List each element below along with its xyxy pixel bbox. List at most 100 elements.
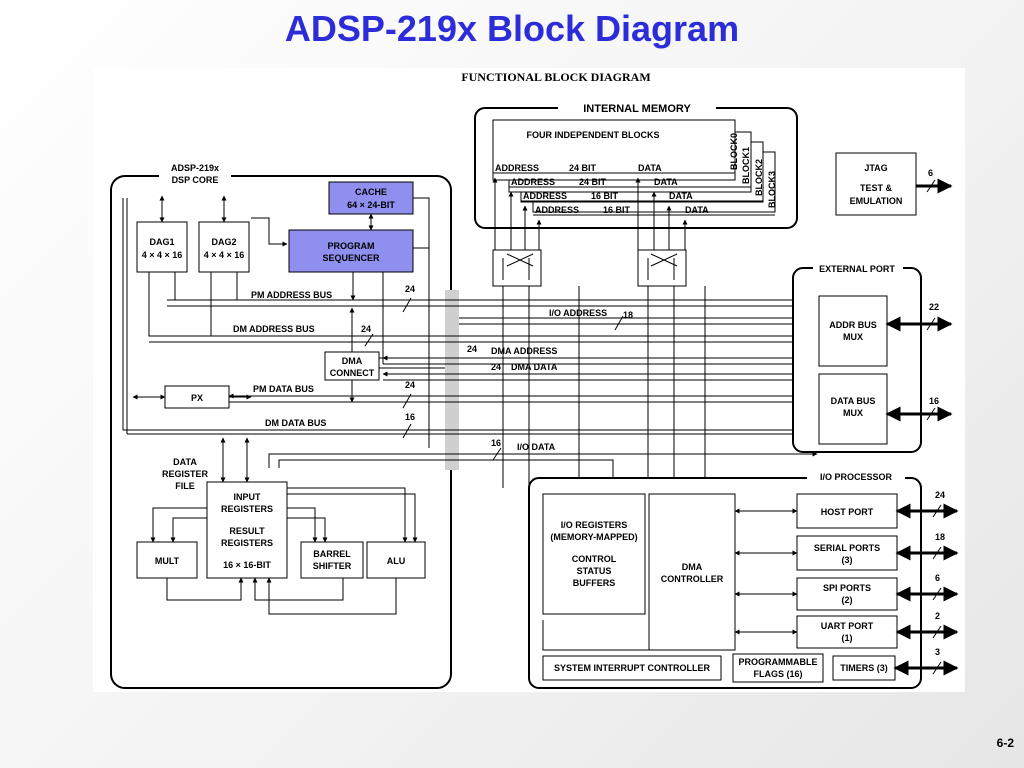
external-port-title: EXTERNAL PORT [819,264,895,274]
result-registers-label2: REGISTERS [221,538,273,548]
bus-lines [127,286,818,491]
dsp-core-label1: ADSP-219x [171,163,219,173]
io-registers-label2: (MEMORY-MAPPED) [550,532,637,542]
diagram-heading: FUNCTIONAL BLOCK DIAGRAM [461,70,650,84]
prog-flags-label2: FLAGS (16) [753,669,802,679]
io-data-label: I/O DATA [517,442,556,452]
px-label: PX [191,393,203,403]
input-registers-label1: INPUT [234,492,262,502]
alu-label: ALU [387,556,406,566]
io-processor-title: I/O PROCESSOR [820,472,893,482]
dm-address-width: 24 [361,324,371,334]
mem-row2-address: ADDRESS [523,191,567,201]
addr-bus-mux-label1: ADDR BUS [829,320,877,330]
block3-label: BLOCK3 [767,171,777,208]
program-sequencer-label2: SEQUENCER [322,253,380,263]
data-bus-mux-label1: DATA BUS [831,396,876,406]
io-registers-label1: I/O REGISTERS [561,520,628,530]
mem-row3-data: DATA [685,205,709,215]
dma-controller-label2: CONTROLLER [661,574,724,584]
mem-row2-data: DATA [669,191,693,201]
internal-memory-title: INTERNAL MEMORY [583,103,691,115]
uart-port-label2: (1) [842,633,853,643]
register-file-label3: FILE [175,481,195,491]
dma-address-width: 24 [467,344,477,354]
status-label: STATUS [577,566,612,576]
block2-label: BLOCK2 [754,159,764,196]
mem-row0-width: 24 BIT [569,163,597,173]
external-port: EXTERNAL PORT ADDR BUS MUX DATA BUS MUX … [792,261,953,453]
barrel-shifter-label2: SHIFTER [313,561,352,571]
jtag-test-label: TEST & [860,183,893,193]
data-bus-mux-label2: MUX [843,408,863,418]
host-pins: 24 [935,490,945,500]
addr-bus-mux-label2: MUX [843,332,863,342]
dsp-core-label2: DSP CORE [172,175,219,185]
io-data-width: 16 [491,438,501,448]
host-port-label: HOST PORT [821,507,874,517]
spi-ports-label1: SPI PORTS [823,583,871,593]
spi-ports-label2: (2) [842,595,853,605]
jtag-label: JTAG [864,163,887,173]
barrel-shifter-label1: BARREL [313,549,351,559]
io-processor: I/O PROCESSOR I/O REGISTERS (MEMORY-MAPP… [528,470,959,689]
block1-label: BLOCK1 [741,147,751,184]
mem-row2-width: 16 BIT [591,191,619,201]
mult-label: MULT [155,556,180,566]
jtag-pins: 6 [928,168,933,178]
dag1-label: DAG1 [149,237,174,247]
serial-ports-label2: (3) [842,555,853,565]
dsp-core: ADSP-219x DSP CORE DAG1 4 × 4 × 16 DAG2 … [110,160,459,689]
cache-label: CACHE [355,187,387,197]
result-registers-label1: RESULT [229,526,265,536]
block0-label: BLOCK0 [729,133,739,170]
dma-connect-label1: DMA [342,356,363,366]
system-interrupt-label: SYSTEM INTERRUPT CONTROLLER [554,663,711,673]
io-address-label: I/O ADDRESS [549,308,607,318]
spi-pins: 6 [935,573,940,583]
mem-row1-data: DATA [654,177,678,187]
dma-data-width: 24 [491,362,501,372]
pm-data-bus-label: PM DATA BUS [253,384,314,394]
control-label: CONTROL [572,554,617,564]
mem-row3-address: ADDRESS [535,205,579,215]
register-file-label1: DATA [173,457,197,467]
internal-memory: INTERNAL MEMORY FOUR INDEPENDENT BLOCKS … [474,100,798,287]
register-file-label2: REGISTER [162,469,209,479]
mem-row0-address: ADDRESS [495,163,539,173]
slide-title: ADSP-219x Block Diagram [284,8,740,49]
mem-row1-address: ADDRESS [511,177,555,187]
jtag-emulation-label: EMULATION [850,196,903,206]
timers-label: TIMERS (3) [840,663,888,673]
dma-connect-label2: CONNECT [330,368,375,378]
internal-memory-subtitle: FOUR INDEPENDENT BLOCKS [526,130,659,140]
uart-port-label1: UART PORT [821,621,874,631]
dma-data-label: DMA DATA [511,362,558,372]
cache-size: 64 × 24-BIT [347,200,395,210]
serial-pins: 18 [935,532,945,542]
addr-pins: 22 [929,302,939,312]
dag1-size: 4 × 4 × 16 [142,250,183,260]
serial-ports-label1: SERIAL PORTS [814,543,880,553]
pm-address-bus-label: PM ADDRESS BUS [251,290,332,300]
dag2-label: DAG2 [211,237,236,247]
dma-controller-label1: DMA [682,562,703,572]
timers-pins: 3 [935,647,940,657]
data-pins: 16 [929,396,939,406]
dm-data-bus-label: DM DATA BUS [265,418,326,428]
page-number: 6-2 [996,736,1014,750]
io-address-width: 18 [623,310,633,320]
uart-pins: 2 [935,611,940,621]
pm-data-width: 24 [405,380,415,390]
register-size-label: 16 × 16-BIT [223,560,271,570]
prog-flags-label1: PROGRAMMABLE [739,657,818,667]
buffers-label: BUFFERS [573,578,616,588]
dma-address-label: DMA ADDRESS [491,346,557,356]
dag2-size: 4 × 4 × 16 [204,250,245,260]
mem-row0-data: DATA [638,163,662,173]
mem-row1-width: 24 BIT [579,177,607,187]
mem-row3-width: 16 BIT [603,205,631,215]
program-sequencer-label1: PROGRAM [328,241,375,251]
pm-address-width: 24 [405,284,415,294]
dm-address-bus-label: DM ADDRESS BUS [233,324,315,334]
